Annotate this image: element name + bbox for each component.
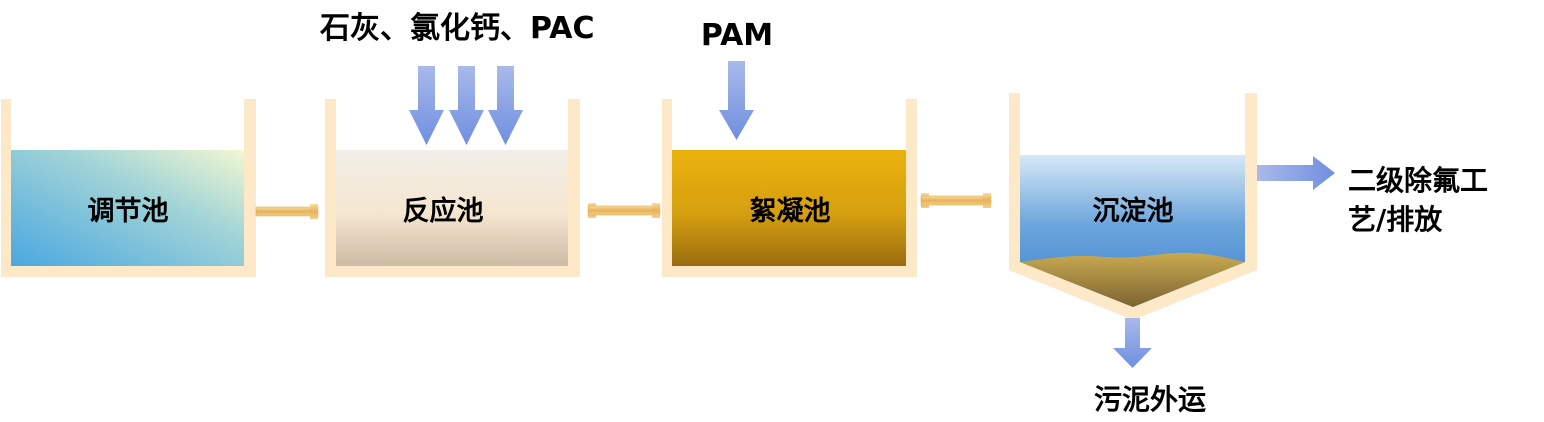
adjust-tank-label: 调节池	[88, 196, 169, 227]
pam-label: PAM	[701, 18, 773, 53]
discharge-right-arrow-icon	[1257, 156, 1335, 190]
sludge-down-arrow-icon	[1113, 318, 1152, 368]
adjust-tank: 调节池	[1, 99, 256, 277]
chemicals-label: 石灰、氯化钙、PAC	[319, 11, 594, 46]
down-arrow-icon	[488, 66, 523, 145]
pipe-2	[587, 203, 661, 218]
down-arrow-icon	[409, 66, 444, 145]
pam-down-arrow-icon	[719, 61, 754, 140]
pipe-3	[920, 193, 992, 208]
discharge-label-line2: 艺/排放	[1348, 203, 1443, 236]
sedimentation-tank-label: 沉淀池	[1093, 195, 1174, 227]
reaction-tank-label: 反应池	[403, 195, 484, 227]
chemical-dosing-arrows	[409, 66, 523, 145]
sludge-label: 污泥外运	[1094, 383, 1206, 416]
flocculation-tank: 絮凝池	[662, 99, 917, 277]
pipe-1	[255, 204, 319, 219]
down-arrow-icon	[449, 66, 484, 145]
sedimentation-tank: 沉淀池	[1009, 93, 1257, 320]
discharge-label-line1: 二级除氟工	[1348, 164, 1488, 197]
flocculation-tank-label: 絮凝池	[750, 195, 831, 227]
sludge-layer	[1020, 252, 1245, 307]
reaction-tank: 反应池	[325, 99, 580, 277]
